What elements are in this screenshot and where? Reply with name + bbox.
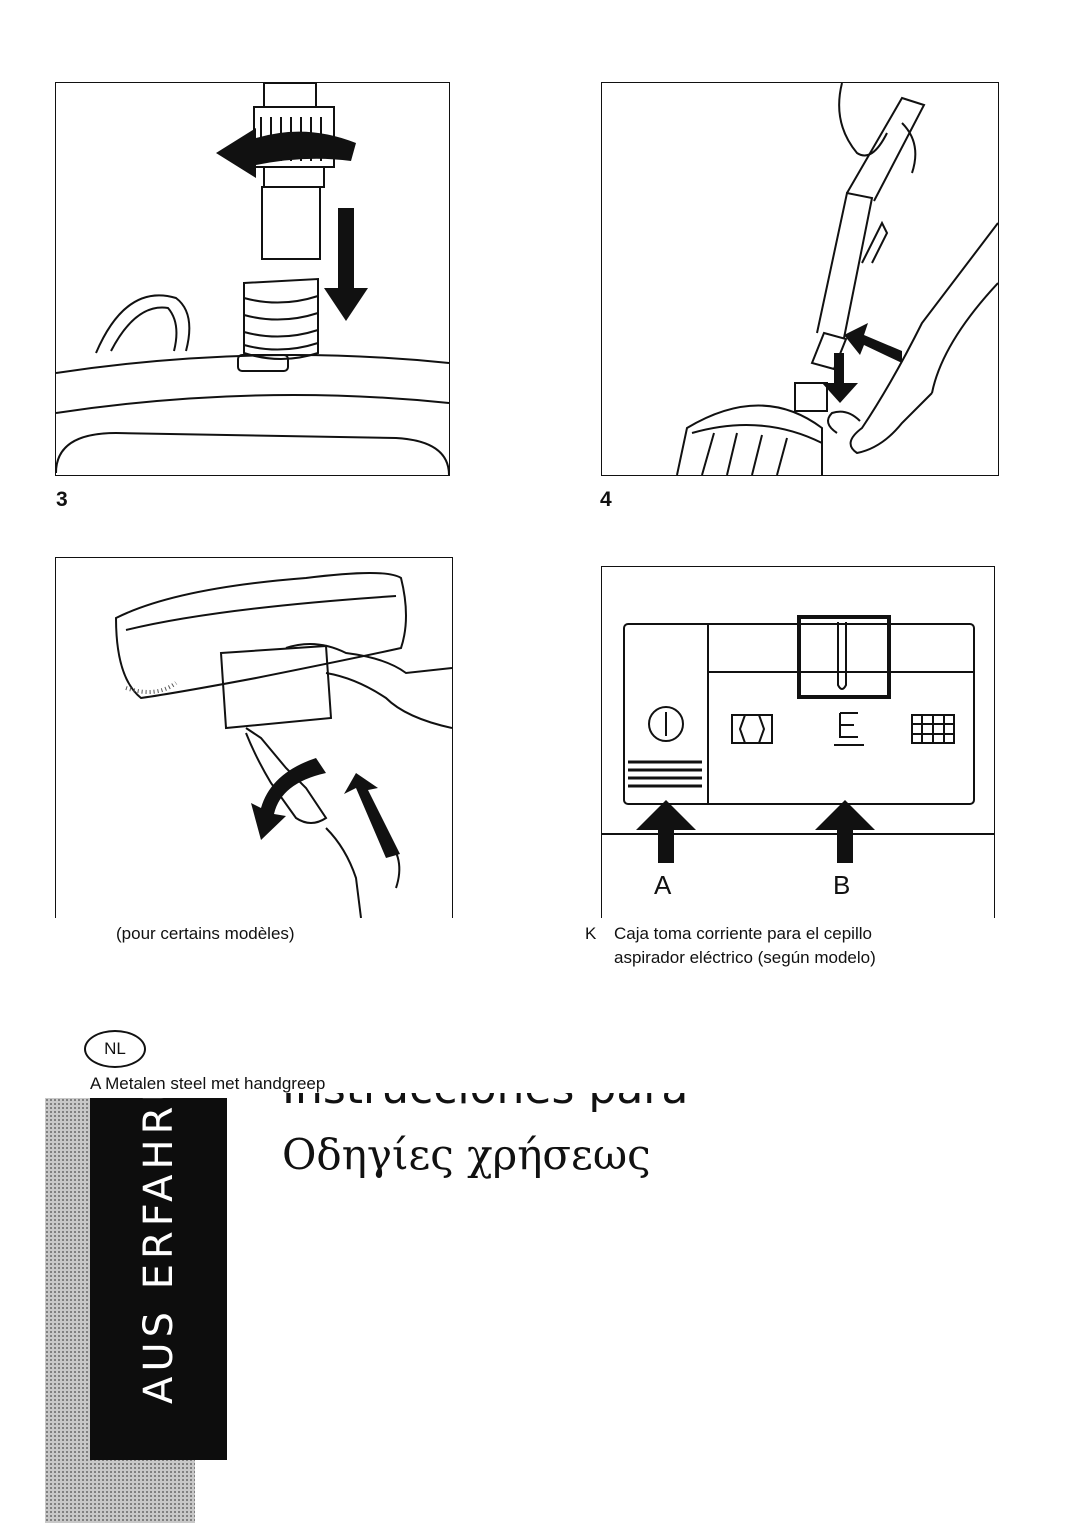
figure-6-panel: A B [601,566,995,918]
figure-number-4: 4 [600,488,612,511]
wand-attachment-illustration [676,83,998,475]
panel-6-caption-line2: aspirador eléctrico (según modelo) [614,948,876,967]
vertical-brand-text-clip: AUS ERFAHRUNG [92,1098,225,1460]
greek-title: Οδηγίες χρήσεως [282,1130,651,1179]
panel-6-caption-line1: Caja toma corriente para el cepillo [614,924,872,943]
hose-connection-illustration [56,83,449,475]
arrow-label-b: B [833,870,851,900]
spanish-title-clip: Instrucciones para el uso [282,1093,702,1117]
vertical-brand-text: AUS ERFAHRUNG [135,1098,182,1404]
spanish-title: Instrucciones para el uso [282,1093,702,1114]
figure-5-panel [55,557,453,918]
figure-4-panel [601,82,999,476]
legend-item-a: A Metalen steel met handgreep [90,1074,326,1093]
figure-number-3: 3 [56,488,68,511]
brush-attachment-illustration [114,572,452,918]
socket-panel-illustration [602,615,994,863]
panel-6-caption-letter: K [585,924,597,943]
language-badge-nl: NL [84,1030,146,1068]
arrow-label-a: A [654,870,672,900]
panel-5-caption: (pour certains modèles) [116,924,295,943]
vertical-brand-band [90,1098,227,1460]
figure-3-panel [55,82,450,476]
